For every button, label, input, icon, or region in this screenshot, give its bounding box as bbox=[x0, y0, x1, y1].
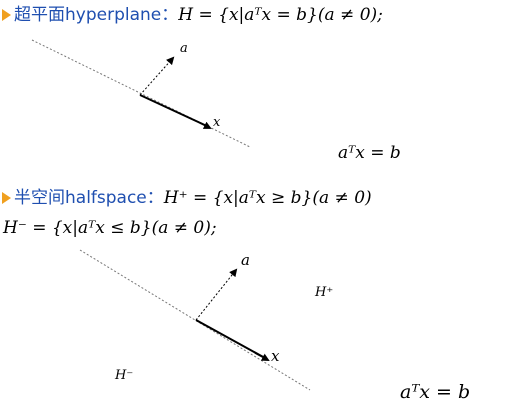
halfspace-normal-label: a bbox=[241, 251, 250, 269]
hyperplane-heading-line: 超平面hyperplane：H = {x|aᵀx = b}(a ≠ 0); bbox=[2, 5, 383, 25]
halfspace-hminus-label: H⁻ bbox=[114, 368, 133, 383]
hyperplane-equation: aᵀx = b bbox=[338, 143, 401, 163]
hyperplane-normal-label: a bbox=[180, 41, 188, 56]
halfspace-heading-line: 半空间halfspace：H⁺ = {x|aᵀx ≥ b}(a ≠ 0) bbox=[2, 188, 372, 208]
hyperplane-point-arrow bbox=[199, 121, 212, 129]
halfspace-diagram: a x H⁺ H⁻ aᵀx = b bbox=[79, 249, 470, 403]
halfspace-normal-arrow bbox=[195, 268, 238, 321]
bullet-arrow-icon bbox=[2, 192, 11, 204]
hyperplane-diagram: a x aᵀx = b bbox=[31, 39, 401, 163]
halfspace-line bbox=[79, 249, 311, 391]
hyperplane-heading: 超平面hyperplane： bbox=[14, 5, 179, 25]
halfspace-heading: 半空间halfspace： bbox=[14, 188, 164, 208]
halfspace-minus-formula: H⁻ = {x|aᵀx ≤ b}(a ≠ 0); bbox=[3, 218, 217, 238]
halfspace-plus-formula: H⁺ = {x|aᵀx ≥ b}(a ≠ 0) bbox=[163, 188, 372, 208]
halfspace-equation: aᵀx = b bbox=[400, 381, 470, 403]
halfspace-point-label: x bbox=[271, 347, 280, 365]
hyperplane-point-label: x bbox=[213, 115, 221, 130]
bullet-arrow-icon bbox=[2, 9, 11, 21]
halfspace-point-arrow bbox=[254, 352, 270, 361]
hyperplane-segment bbox=[139, 94, 210, 128]
halfspace-segment bbox=[195, 319, 266, 359]
hyperplane-formula: H = {x|aᵀx = b}(a ≠ 0); bbox=[178, 5, 383, 25]
halfspace-hplus-label: H⁺ bbox=[314, 285, 333, 300]
hyperplane-normal-arrow bbox=[139, 56, 175, 96]
